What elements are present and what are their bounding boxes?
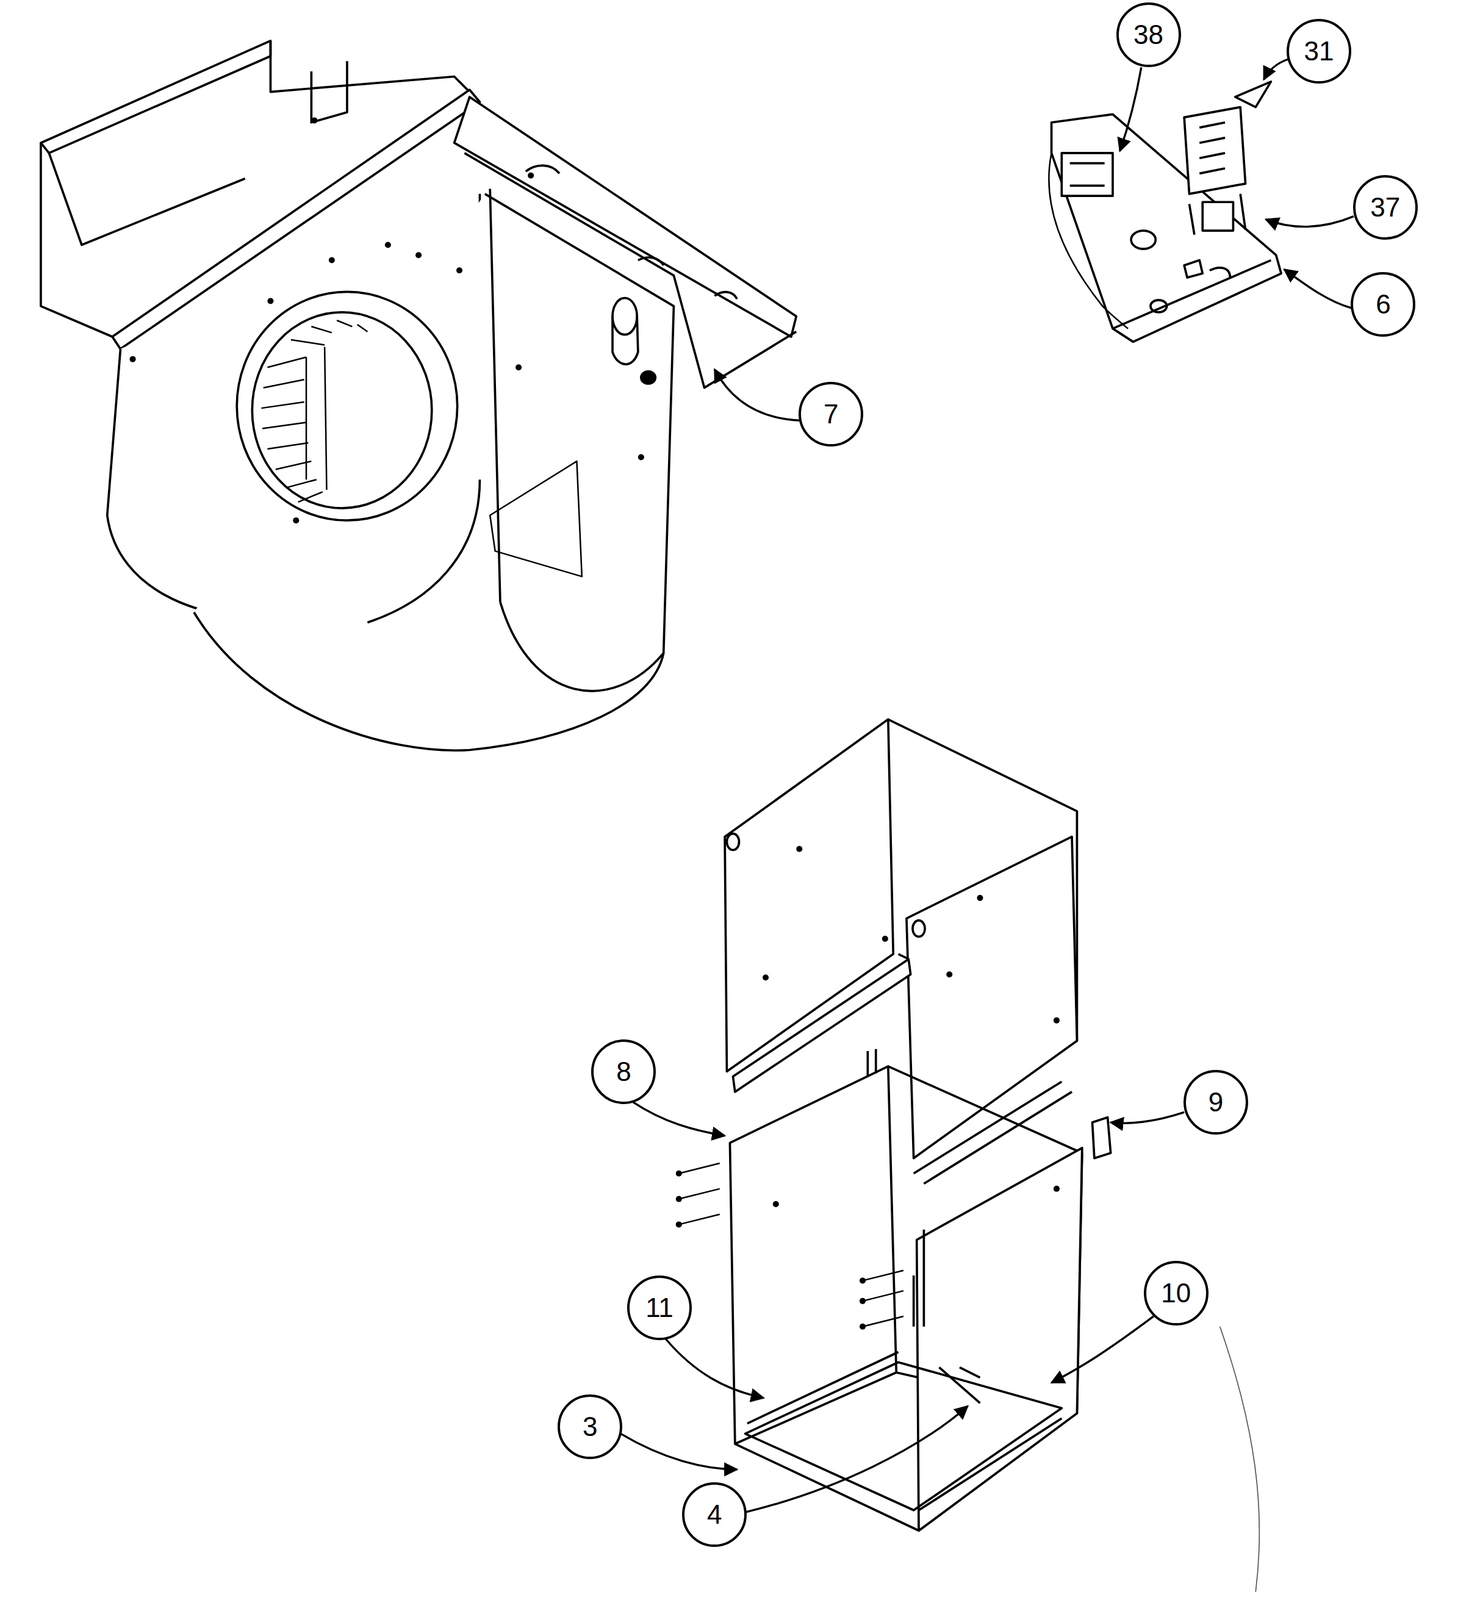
callout-text: 11 — [645, 1294, 674, 1322]
callout-number: 9 — [1183, 1070, 1249, 1135]
callout-text: 4 — [707, 1501, 722, 1529]
callout-number: 11 — [627, 1275, 692, 1341]
callout-text: 3 — [582, 1413, 598, 1441]
callout-number: 4 — [682, 1482, 747, 1548]
scan-marks — [1220, 1326, 1260, 1593]
leader-lines — [620, 59, 1354, 1513]
cabinet-lower — [675, 1049, 1111, 1532]
callout-number: 31 — [1286, 18, 1352, 84]
callout-number: 7 — [798, 381, 864, 447]
callout-number: 37 — [1353, 175, 1418, 240]
callout-number: 3 — [557, 1394, 623, 1460]
callout-text: 8 — [616, 1058, 631, 1086]
callout-text: 38 — [1133, 21, 1164, 49]
callout-text: 37 — [1370, 193, 1401, 221]
callout-number: 10 — [1143, 1260, 1209, 1326]
callout-text: 9 — [1208, 1088, 1224, 1116]
callout-text: 7 — [823, 400, 839, 428]
cabinet-upper — [724, 719, 1077, 1184]
callout-text: 6 — [1375, 290, 1391, 318]
callout-number: 6 — [1350, 272, 1416, 337]
callout-number: 8 — [591, 1039, 656, 1105]
callout-text: 10 — [1160, 1279, 1191, 1307]
control-box — [1048, 81, 1282, 343]
blower-assembly — [40, 40, 797, 751]
callout-text: 31 — [1304, 37, 1335, 65]
callout-number: 38 — [1116, 2, 1182, 68]
